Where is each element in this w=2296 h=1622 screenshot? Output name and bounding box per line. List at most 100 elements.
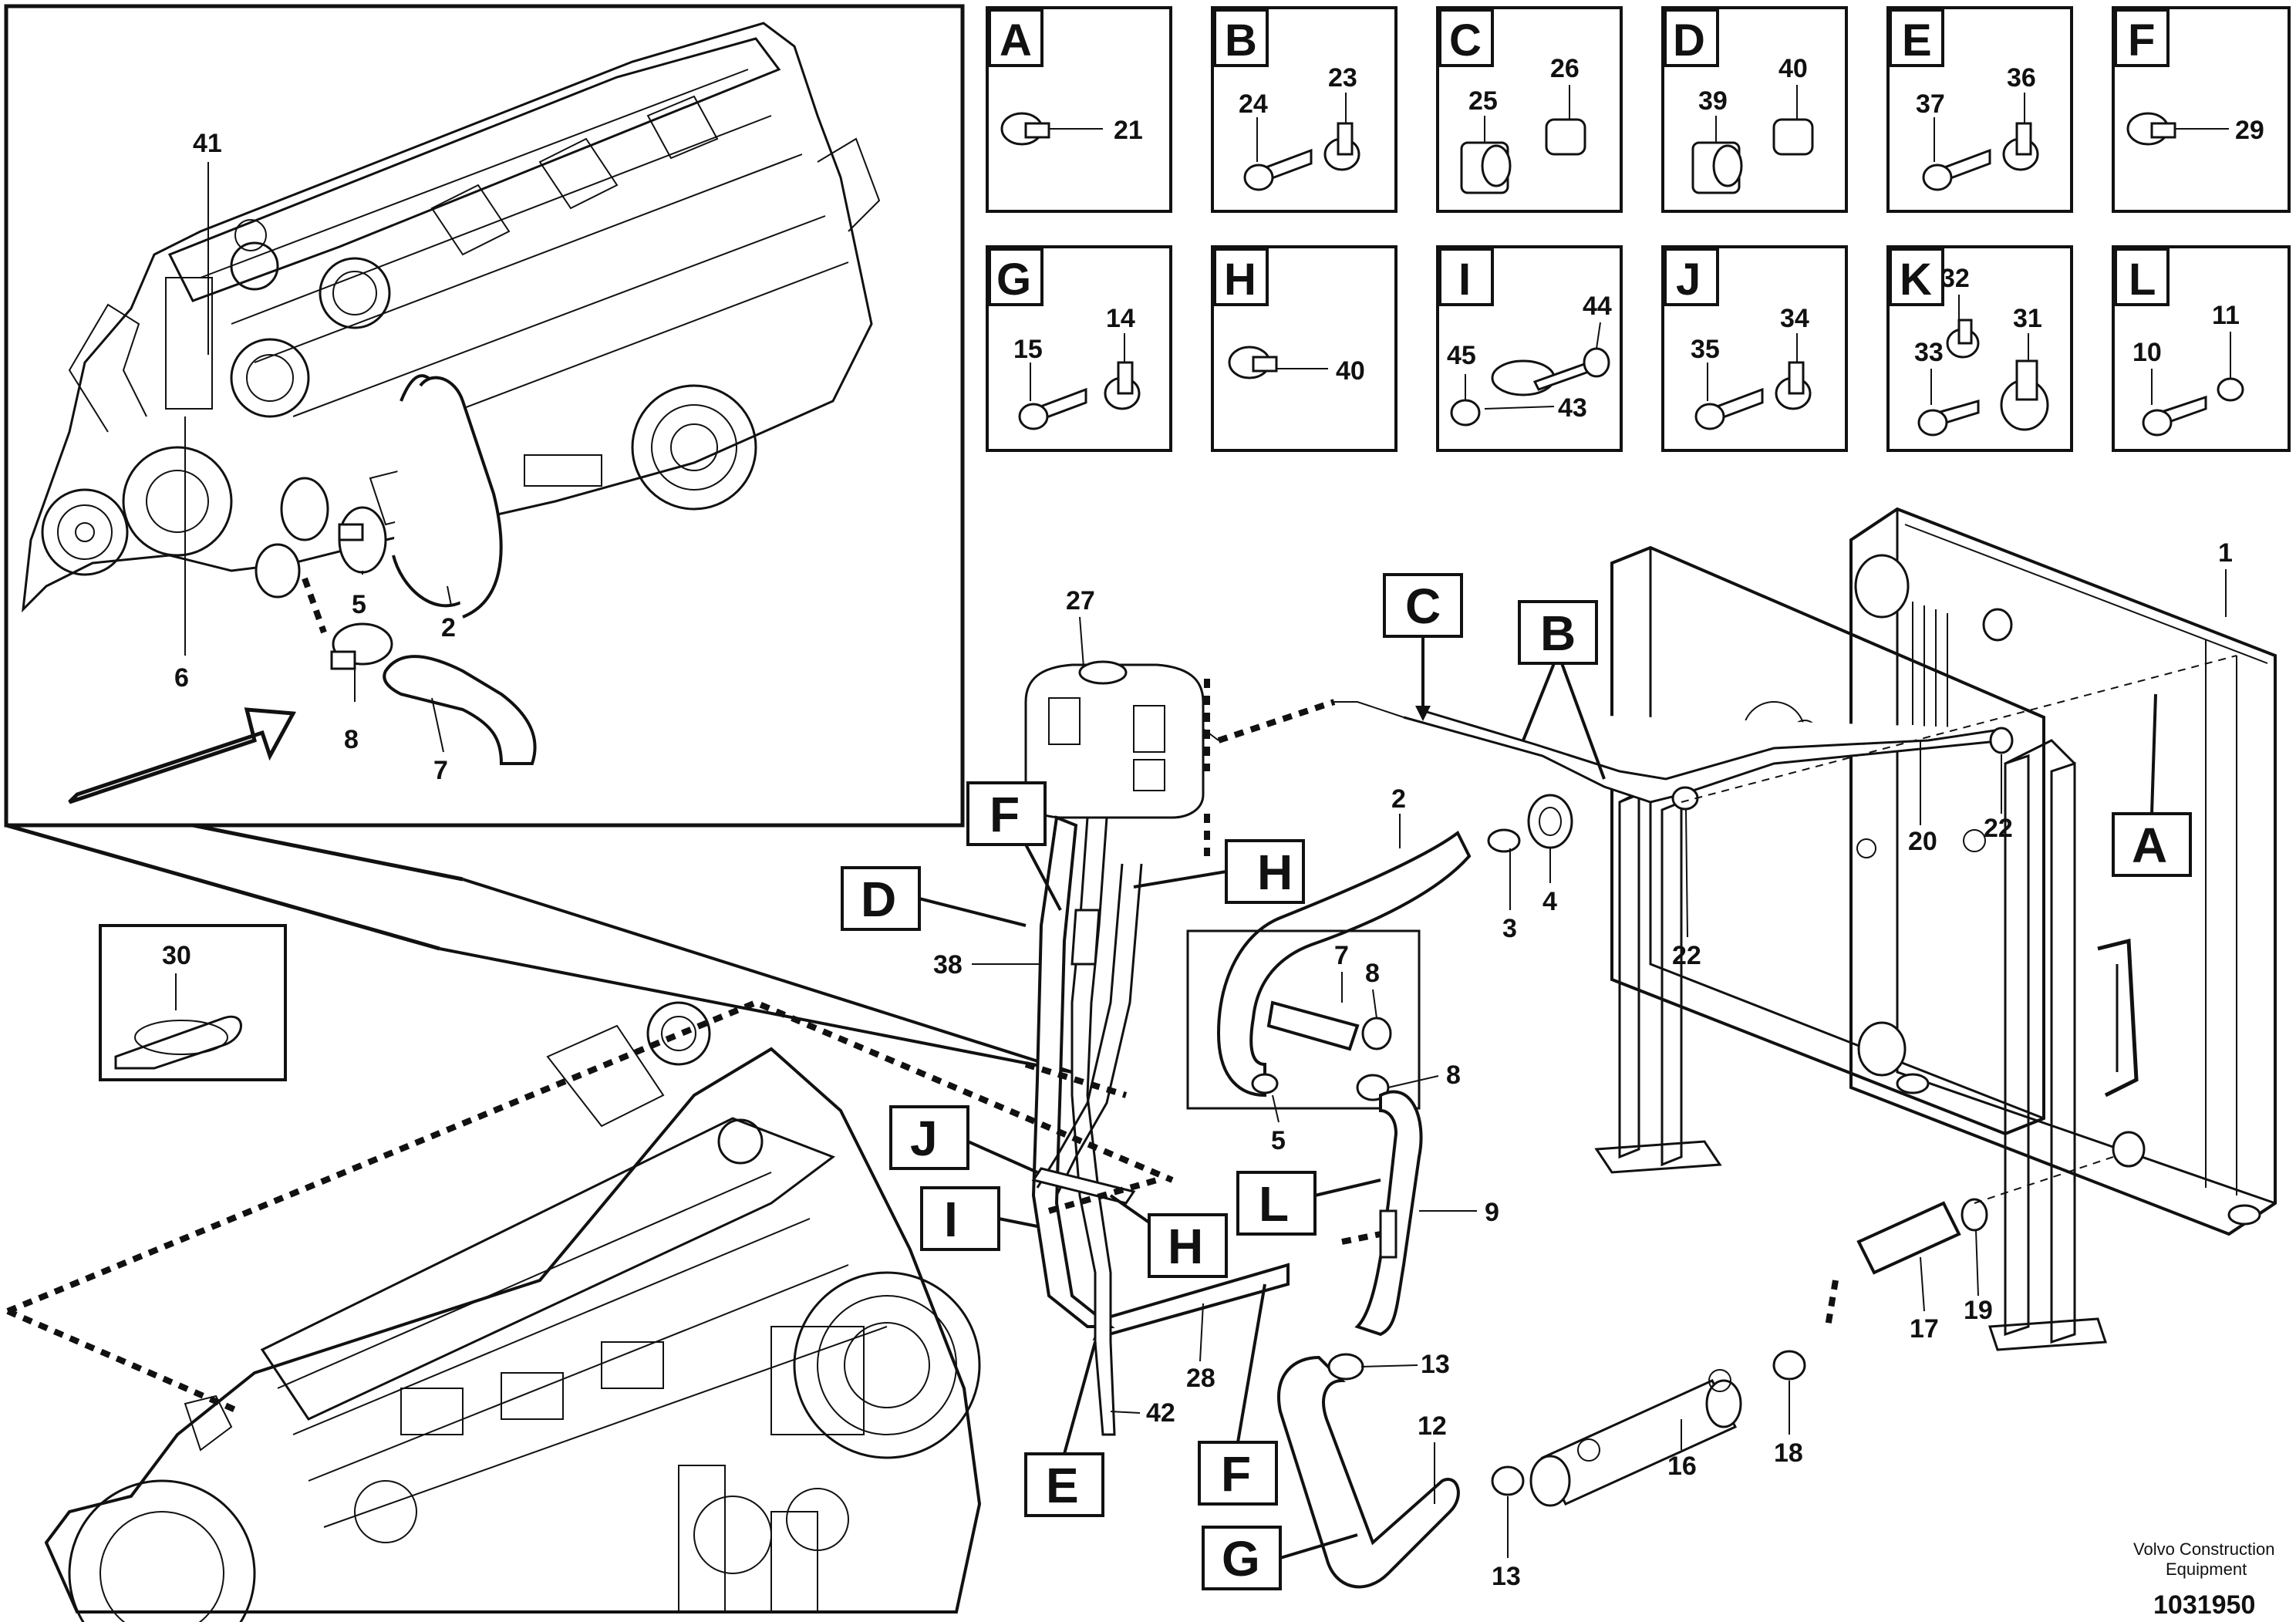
oil-cooler-16 [1491, 1350, 1806, 1507]
kit-c: C 25 26 [1436, 6, 1623, 213]
label-7: 7 [1334, 941, 1349, 970]
callout-a: A [2132, 818, 2167, 873]
label-38: 38 [933, 950, 963, 980]
part-numbers: 1 2 3 4 5 7 8 8 9 12 13 13 16 17 18 19 2… [933, 538, 2233, 1591]
label-5: 5 [1271, 1126, 1286, 1155]
kit-f-part-0: 29 [2235, 116, 2264, 145]
callout-e: E [1046, 1458, 1079, 1513]
callout-j: I [944, 1192, 958, 1247]
kit-b-part-0: 24 [1239, 89, 1268, 119]
kit-a-part-0: 21 [1114, 116, 1143, 145]
expansion-tank [1024, 660, 1210, 856]
main-engine-drawing [44, 1001, 982, 1622]
kit-c-letter: C [1449, 15, 1482, 66]
inset-label-41: 41 [193, 129, 222, 158]
kit-d: D 39 40 [1661, 6, 1848, 213]
kit-l-part-0: 11 [2212, 301, 2240, 330]
label-12: 12 [1418, 1411, 1447, 1441]
label-8b: 8 [1446, 1061, 1461, 1090]
kit-e: E 37 36 [1886, 6, 2073, 213]
kit-i: I 44 45 43 [1436, 245, 1623, 452]
kit-c-part-1: 26 [1550, 54, 1580, 83]
kit-j: J 35 34 [1661, 245, 1848, 452]
radiator-assembly [1610, 507, 2277, 1236]
label-3: 3 [1502, 914, 1517, 943]
kit-e-letter: E [1902, 15, 1932, 66]
label-17: 17 [1910, 1314, 1939, 1344]
kit-h: H 40 [1211, 245, 1397, 452]
kit-b-letter: B [1225, 15, 1257, 66]
kit-l-letter: L [2129, 255, 2156, 305]
callouts: C B A D F H J I I H [841, 573, 2192, 1590]
kit-l-part-1: 10 [2132, 338, 2162, 367]
inset-label-2: 2 [441, 613, 456, 642]
callout-l: L [1259, 1176, 1289, 1232]
kit-j-part-0: 35 [1691, 335, 1720, 364]
label-9: 9 [1485, 1198, 1499, 1227]
label-4: 4 [1542, 887, 1557, 916]
tie-kit-30: 30 [99, 924, 287, 1081]
callout-f-lower: F [1221, 1446, 1251, 1502]
label-22b: 22 [1672, 941, 1701, 970]
inset-label-6: 6 [174, 663, 189, 693]
inset-label-5: 5 [352, 590, 366, 619]
callout-h-letter: H [1168, 1219, 1203, 1274]
parts-kit-grid: A 21 B 24 23 C 25 [986, 6, 2291, 452]
label-28: 28 [1186, 1364, 1215, 1393]
label-42: 42 [1146, 1398, 1175, 1428]
kit-g-letter: G [996, 255, 1031, 305]
kit-g: G 15 14 [986, 245, 1172, 452]
callout-c: C [1405, 578, 1441, 634]
label-16: 16 [1667, 1452, 1697, 1481]
kit-c-part-0: 25 [1468, 86, 1498, 116]
kit-h-letter: H [1224, 255, 1256, 305]
label-20: 20 [1908, 827, 1937, 856]
kit-k-part-2: 31 [2013, 304, 2042, 333]
callout-d: D [861, 872, 896, 927]
drawing-number: 1031950 [2153, 1590, 2255, 1620]
label-8a: 8 [1365, 959, 1380, 988]
label-13b: 13 [1492, 1562, 1521, 1591]
label-13a: 13 [1421, 1350, 1450, 1379]
callout-k: J [910, 1111, 938, 1166]
callout-f-upper: F [990, 787, 1020, 842]
label-18: 18 [1774, 1438, 1803, 1468]
kit-i-part-2: 43 [1558, 393, 1587, 423]
kit-a: A 21 [986, 6, 1172, 213]
tie-kit-label: 30 [162, 941, 191, 970]
kit-b-part-1: 23 [1328, 63, 1357, 93]
kit-e-part-1: 36 [2007, 63, 2036, 93]
kit-k-part-1: 33 [1914, 338, 1944, 367]
brand-line-2: Equipment [2166, 1560, 2247, 1579]
kit-i-letter: I [1458, 255, 1471, 305]
brand-line-1: Volvo Construction [2133, 1539, 2274, 1559]
kit-g-part-1: 14 [1106, 304, 1135, 333]
kit-f-letter: F [2128, 15, 2155, 66]
label-19: 19 [1964, 1296, 1993, 1325]
kit-h-part-0: 40 [1336, 356, 1365, 386]
callout-b: B [1540, 605, 1576, 661]
label-27: 27 [1066, 586, 1095, 615]
kit-j-letter: J [1676, 255, 1701, 305]
kit-i-part-1: 45 [1447, 341, 1476, 370]
kit-k-letter: K [1900, 255, 1932, 305]
kit-i-part-0: 44 [1583, 292, 1612, 321]
callout-g: G [1222, 1531, 1260, 1587]
kit-d-letter: D [1673, 15, 1705, 66]
kit-j-part-1: 34 [1780, 304, 1809, 333]
kit-g-part-0: 15 [1013, 335, 1043, 364]
kit-f: F 29 [2112, 6, 2291, 213]
kit-d-part-0: 39 [1698, 86, 1728, 116]
inset-label-8: 8 [344, 725, 359, 754]
callout-i: H [1257, 845, 1293, 900]
drawing-footer: Volvo Construction Equipment 1031950 [2133, 1539, 2274, 1620]
kit-l: L 11 10 [2112, 245, 2291, 452]
label-22a: 22 [1984, 814, 2013, 843]
kit-k-part-0: 32 [1940, 264, 1970, 293]
kit-e-part-0: 37 [1916, 89, 1945, 119]
engine-inset: 41 6 5 2 8 7 [4, 4, 965, 828]
kit-d-part-1: 40 [1778, 54, 1808, 83]
kit-k: K 32 33 31 [1886, 245, 2073, 452]
label-2: 2 [1391, 784, 1406, 814]
